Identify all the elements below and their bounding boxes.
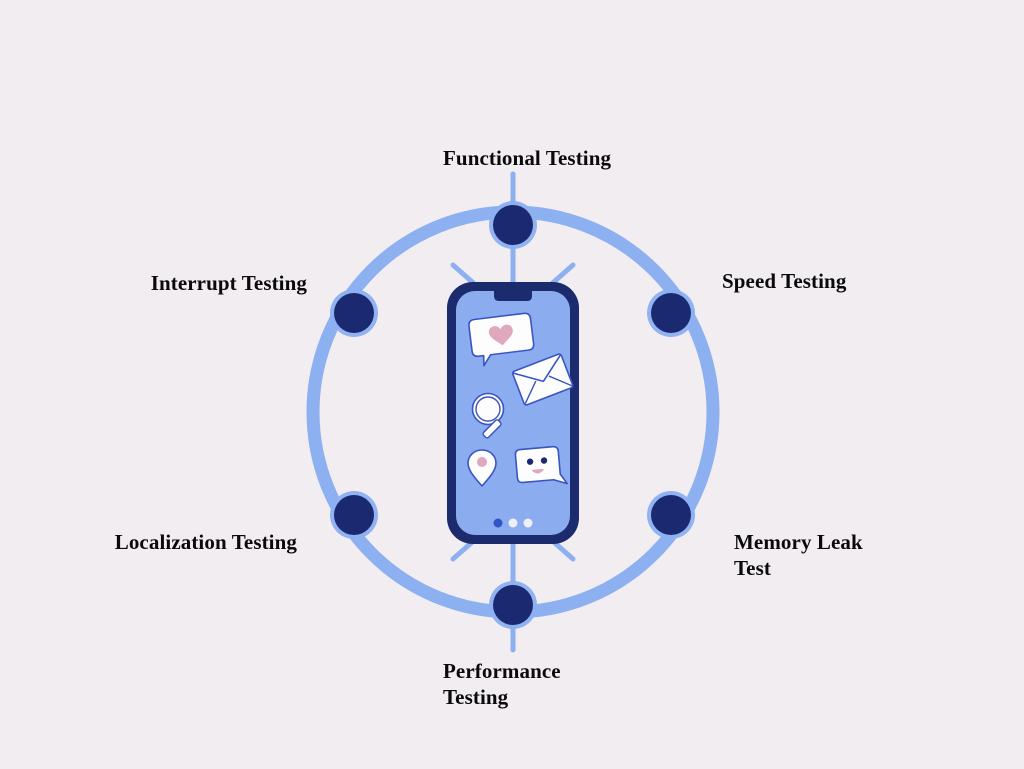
node-memory-leak[interactable]: [647, 491, 695, 539]
envelope-icon: [511, 353, 574, 406]
label-memory-leak-test: Memory Leak Test: [734, 530, 863, 580]
page-dot: [523, 518, 533, 528]
label-functional-testing: Functional Testing: [443, 146, 612, 170]
smiley-chat-bubble-icon: [514, 445, 568, 485]
node-group: [330, 201, 695, 629]
location-pin-icon: [467, 449, 497, 487]
label-interrupt-testing: Interrupt Testing: [150, 271, 307, 295]
page-dot-active: [493, 518, 503, 528]
label-speed-testing: Speed Testing: [722, 269, 847, 293]
label-localization-testing: Localization Testing: [114, 530, 297, 554]
heart-chat-bubble-icon: [468, 312, 535, 367]
node-functional[interactable]: [489, 201, 537, 249]
node-localization[interactable]: [330, 491, 378, 539]
node-performance[interactable]: [489, 581, 537, 629]
node-speed[interactable]: [647, 289, 695, 337]
phone-page-dots: [493, 518, 533, 528]
phone-illustration: [447, 282, 579, 544]
label-performance-testing: Performance Testing: [443, 659, 561, 709]
page-dot: [508, 518, 518, 528]
magnifier-icon: [471, 392, 505, 439]
node-interrupt[interactable]: [330, 289, 378, 337]
phone-notch: [494, 291, 532, 301]
